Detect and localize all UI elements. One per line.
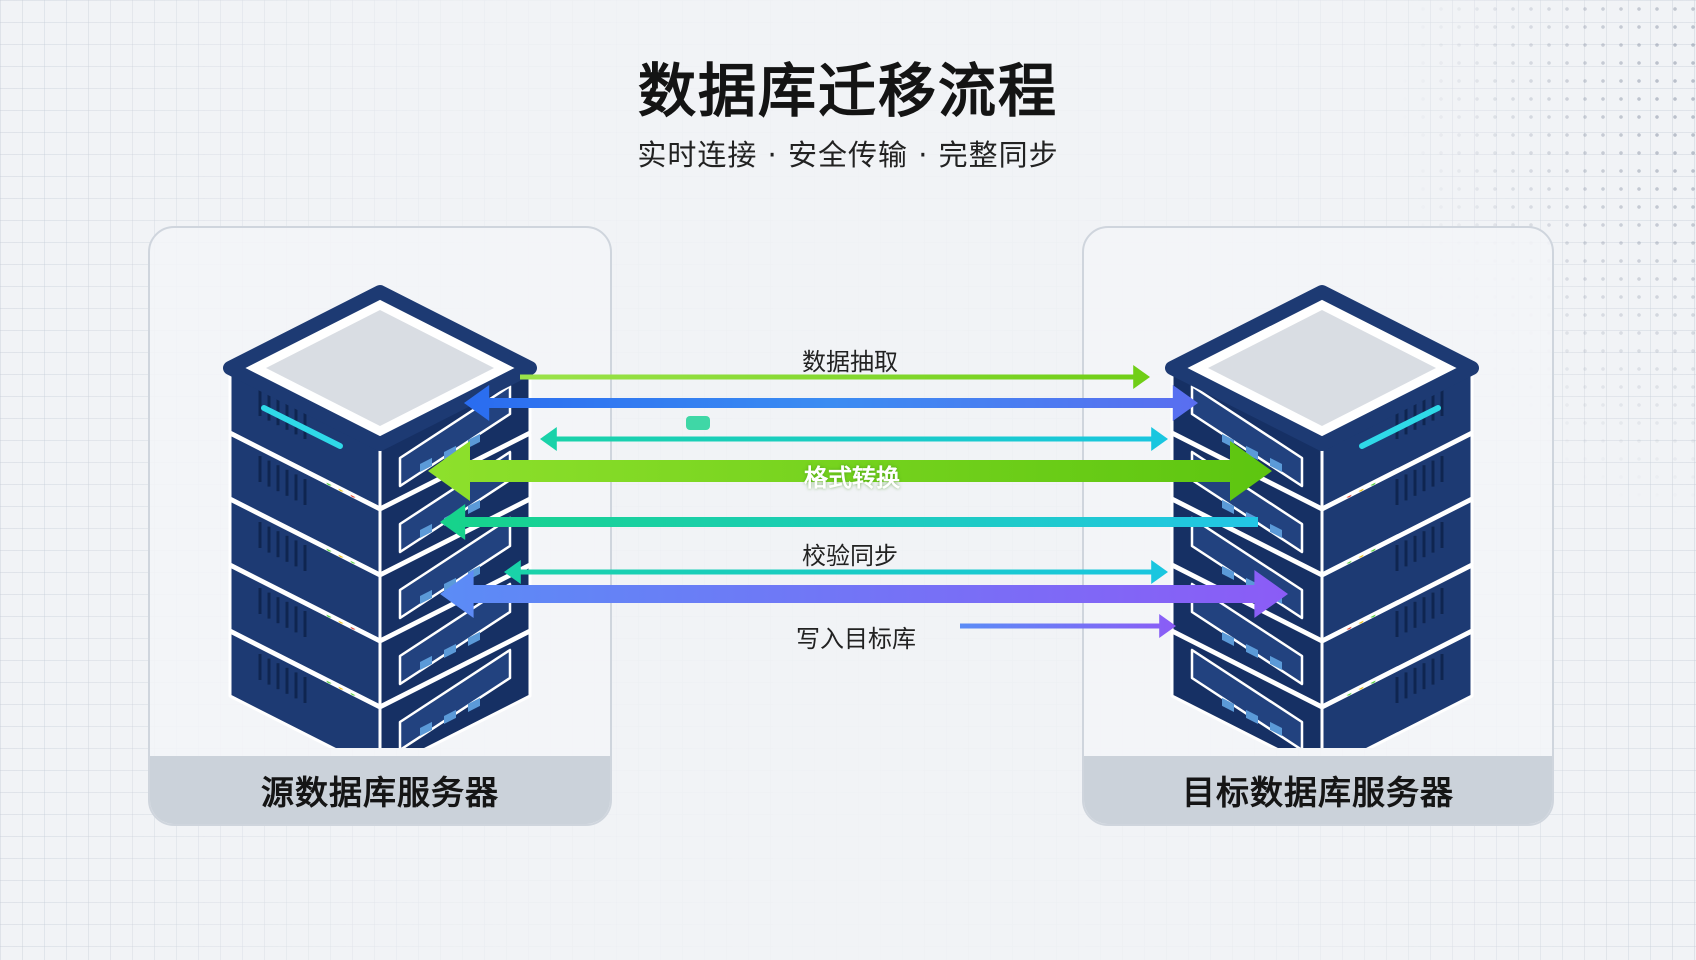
- drive-slot: [1222, 631, 1234, 646]
- server-top: [223, 285, 537, 451]
- arrow-write-shape: [440, 570, 1288, 618]
- drive-slot: [468, 433, 480, 448]
- drive-slot: [1222, 697, 1234, 712]
- drive-slot: [420, 457, 432, 472]
- drive-slot: [444, 577, 456, 592]
- target-server-label: 目标数据库服务器: [1084, 756, 1552, 824]
- flow-label-write: 写入目标库: [796, 625, 916, 653]
- arrow-verify: [440, 504, 1258, 540]
- drive-slot: [468, 499, 480, 514]
- arrow-verify-shape: [440, 504, 1258, 540]
- target-server-card: 目标数据库服务器: [1082, 226, 1554, 826]
- source-server-label: 源数据库服务器: [150, 756, 610, 824]
- source-server-card: 源数据库服务器: [148, 226, 612, 826]
- page-title: 数据库迁移流程: [637, 57, 1058, 125]
- drive-slot: [1270, 721, 1282, 736]
- drive-slot: [420, 655, 432, 670]
- flow-label-extract: 数据抽取: [802, 348, 898, 376]
- server-unit: [228, 630, 532, 748]
- top-panel: [1208, 310, 1436, 426]
- indicator-light-bar: [261, 405, 343, 449]
- drive-slot: [1270, 655, 1282, 670]
- drive-slot: [1222, 565, 1234, 580]
- drive-slot: [1270, 523, 1282, 538]
- arrow-transform: [428, 441, 1272, 501]
- drive-slot: [1222, 499, 1234, 514]
- server-top: [1165, 285, 1479, 451]
- arrow-sync-blue: [464, 385, 1198, 421]
- connector-dot-icon: [686, 416, 710, 430]
- arrow-cyan-shape: [504, 560, 1168, 584]
- drive-slot: [468, 697, 480, 712]
- drive-slot: [1270, 457, 1282, 472]
- flow-label-verify: 校验同步: [802, 542, 898, 570]
- drive-slot: [444, 643, 456, 658]
- drive-slot: [444, 709, 456, 724]
- arrow-extract-shape: [520, 365, 1150, 389]
- arrow-write-small-shape: [960, 614, 1176, 638]
- arrow-extract: [520, 365, 1150, 389]
- drive-slot: [1246, 643, 1258, 658]
- arrow-cyan: [504, 560, 1168, 584]
- arrow-teal: [540, 427, 1168, 451]
- drive-bay: [1190, 648, 1304, 748]
- top-panel: [266, 310, 494, 426]
- drive-slot: [420, 523, 432, 538]
- server-unit: [1170, 366, 1474, 510]
- drive-slot: [444, 445, 456, 460]
- page-subtitle: 实时连接 · 安全传输 · 完整同步: [637, 138, 1059, 172]
- flow-label-transform: 格式转换: [804, 464, 900, 492]
- arrow-teal-shape: [540, 427, 1168, 451]
- arrow-write: [440, 570, 1288, 618]
- drive-slot: [420, 721, 432, 736]
- indicator-light-bar: [1359, 405, 1441, 449]
- drive-slot: [1246, 709, 1258, 724]
- drive-slot: [468, 631, 480, 646]
- drive-slot: [1246, 445, 1258, 460]
- server-unit: [228, 498, 532, 642]
- arrow-write-small: [960, 614, 1176, 638]
- drive-bay: [398, 648, 512, 748]
- arrow-transform-shape: [428, 441, 1272, 501]
- server-unit: [1170, 630, 1474, 748]
- arrow-sync-blue-shape: [464, 385, 1198, 421]
- drive-slot: [420, 589, 432, 604]
